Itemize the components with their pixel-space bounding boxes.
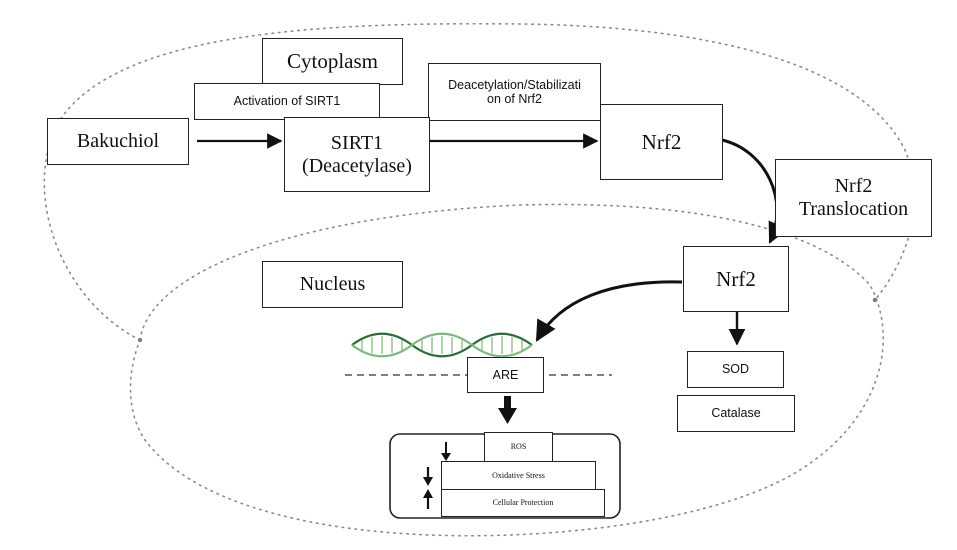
down-arrow-icon [441,442,451,461]
oxidative-stress-box: Oxidative Stress [441,461,596,490]
deacetylation-label-box: Deacetylation/Stabilizati on of Nrf2 [428,63,601,121]
are-box: ARE [467,357,544,393]
oxidative-stress-label: Oxidative Stress [492,470,545,480]
ros-label: ROS [510,442,527,452]
cellular-protection-box: Cellular Protection [441,489,605,517]
activation-label: Activation of SIRT1 [233,94,341,109]
down-arrow-icon [423,467,433,486]
arrow-are-results [498,396,517,424]
arrow-nrf2-translocation [721,138,788,244]
arrow-nrf2-are [535,280,683,342]
bakuchiol-label: Bakuchiol [76,130,160,152]
catalase-box: Catalase [677,395,795,432]
catalase-label: Catalase [711,406,761,421]
nrf2-cytoplasm-box: Nrf2 [600,104,723,180]
up-arrow-icon [423,489,433,509]
cytoplasm-label-box: Cytoplasm [262,38,403,85]
bakuchiol-box: Bakuchiol [47,118,189,165]
cellular-protection-label: Cellular Protection [492,498,554,508]
ros-box: ROS [484,432,553,462]
are-label: ARE [492,367,519,382]
sirt1-box: SIRT1 (Deacetylase) [284,117,430,192]
nrf2-nucleus-label: Nrf2 [716,266,756,291]
nucleus-label-box: Nucleus [262,261,403,308]
nucleus-outline [129,203,884,537]
sirt1-sublabel: (Deacetylase) [302,154,412,177]
translocation-label-line1: Nrf2 [834,175,873,197]
translocation-box: Nrf2 Translocation [775,159,932,237]
nrf2-cytoplasm-label: Nrf2 [641,129,682,154]
sod-label: SOD [721,362,750,377]
deacetylation-label-line1: Deacetylation/Stabilizati [448,77,581,92]
deacetylation-label-line2: on of Nrf2 [487,92,542,106]
activation-label-box: Activation of SIRT1 [194,83,380,120]
sod-box: SOD [687,351,784,388]
translocation-label-line2: Translocation [798,198,909,220]
cytoplasm-label: Cytoplasm [286,49,378,74]
nrf2-nucleus-box: Nrf2 [683,246,789,312]
dna-helix-icon [351,332,533,358]
nucleus-label: Nucleus [299,273,366,295]
sirt1-label: SIRT1 [330,131,384,154]
